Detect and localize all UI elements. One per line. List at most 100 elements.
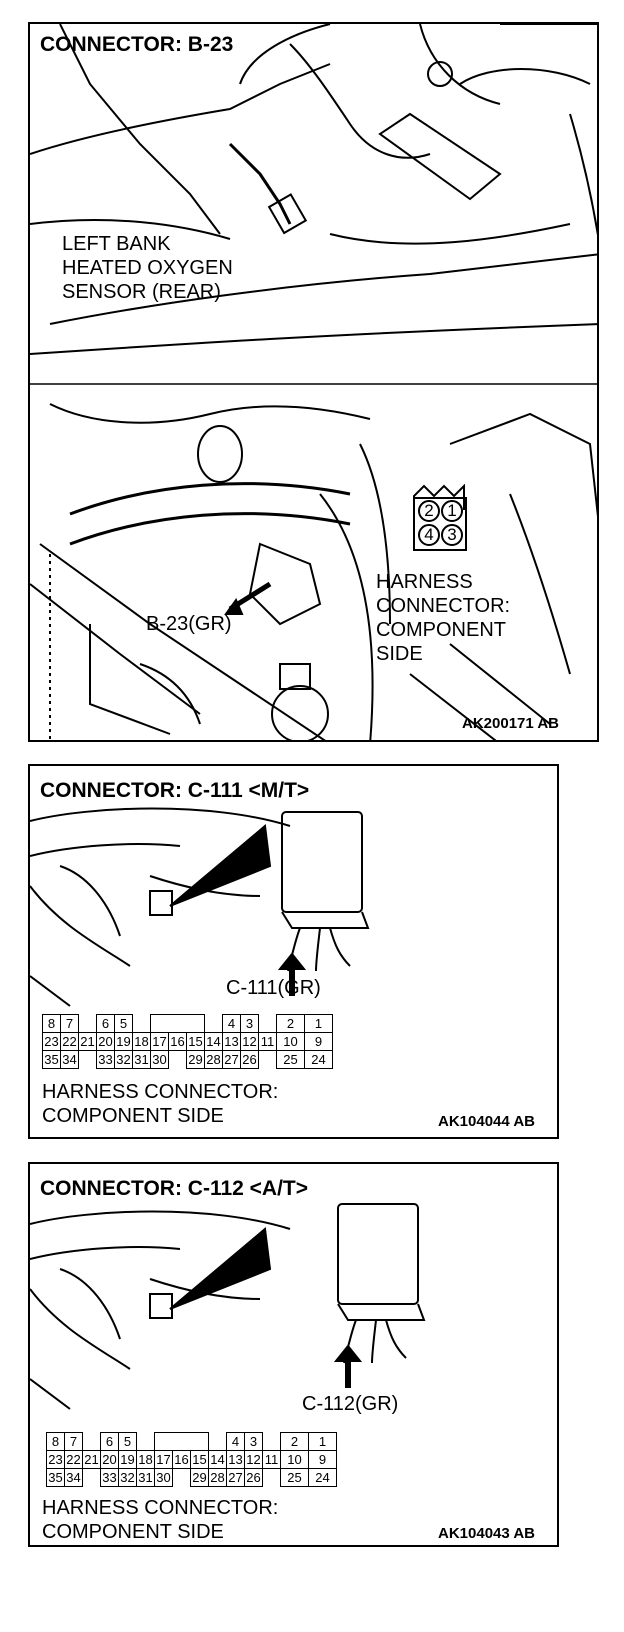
pin-cell: 9 (304, 1032, 333, 1051)
pin-gap (263, 1469, 281, 1487)
figure-code: AK104043 AB (438, 1525, 535, 1542)
pin-cell: 31 (132, 1050, 151, 1069)
pin-row-1: 8 7 6 5 4 3 2 1 (46, 1432, 337, 1451)
connector-pin-grid: 8 7 6 5 4 3 2 1 23 22 21 20 19 18 17 16 … (46, 1432, 337, 1487)
pin-cell: 3 (244, 1432, 263, 1451)
pin-gap (209, 1433, 227, 1451)
pin-3: 3 (441, 524, 463, 546)
sensor-label-line-2: HEATED OXYGEN (62, 257, 233, 279)
figure-code: AK200171 AB (462, 715, 559, 732)
pin-cell: 19 (114, 1032, 133, 1051)
pin-cell: 28 (204, 1050, 223, 1069)
pin-gap (263, 1433, 281, 1451)
pin-cell: 11 (262, 1450, 281, 1469)
harness-label-line-1: HARNESS CONNECTOR: (42, 1497, 279, 1519)
pin-cell: 22 (60, 1032, 79, 1051)
pin-cell: 2 (276, 1014, 305, 1033)
pin-cell: 10 (276, 1032, 305, 1051)
pin-cell: 9 (308, 1450, 337, 1469)
pin-cell: 4 (222, 1014, 241, 1033)
pin-cell: 8 (46, 1432, 65, 1451)
pin-cell: 24 (308, 1468, 337, 1487)
pin-cell: 14 (204, 1032, 223, 1051)
harness-label-line-1: HARNESS CONNECTOR: (42, 1081, 279, 1103)
pin-cell: 33 (96, 1050, 115, 1069)
pin-row-2: 23 22 21 20 19 18 17 16 15 14 13 12 11 1… (42, 1032, 333, 1051)
pin-cell: 30 (154, 1468, 173, 1487)
pin-cell: 17 (150, 1032, 169, 1051)
connector-pin-grid: 8 7 6 5 4 3 2 1 23 22 21 20 19 18 17 16 … (42, 1014, 333, 1069)
connector-id-label: C-112(GR) (302, 1393, 399, 1415)
pin-gap (137, 1433, 155, 1451)
harness-label-line-2: COMPONENT SIDE (42, 1105, 224, 1127)
pin-cell: 6 (100, 1432, 119, 1451)
pin-cell: 17 (154, 1450, 173, 1469)
pin-cell: 22 (64, 1450, 83, 1469)
harness-label-line-2: CONNECTOR: (376, 595, 511, 617)
pin-cell: 26 (244, 1468, 263, 1487)
pin-cell: 7 (60, 1014, 79, 1033)
pin-cell: 12 (240, 1032, 259, 1051)
pin-1: 1 (441, 500, 463, 522)
connector-housing-icon (413, 484, 467, 551)
pin-cell: 18 (132, 1032, 151, 1051)
pin-cell: 5 (118, 1432, 137, 1451)
pin-gap (169, 1051, 187, 1069)
pin-cell: 2 (280, 1432, 309, 1451)
connector-key-slot (150, 1014, 205, 1033)
harness-label-line-2: COMPONENT SIDE (42, 1521, 224, 1543)
pin-cell: 15 (186, 1032, 205, 1051)
pin-gap (83, 1433, 101, 1451)
pin-gap (79, 1051, 97, 1069)
pin-cell: 8 (42, 1014, 61, 1033)
pin-cell: 34 (60, 1050, 79, 1069)
pin-cell: 31 (136, 1468, 155, 1487)
engine-illustration (30, 24, 597, 740)
pin-row-2: 23 22 21 20 19 18 17 16 15 14 13 12 11 1… (46, 1450, 337, 1469)
connector-key-slot (154, 1432, 209, 1451)
pin-cell: 16 (168, 1032, 187, 1051)
pin-cell: 29 (186, 1050, 205, 1069)
pin-2: 2 (418, 500, 440, 522)
pin-cell: 32 (114, 1050, 133, 1069)
pin-cell: 20 (96, 1032, 115, 1051)
pin-cell: 30 (150, 1050, 169, 1069)
panel-title: CONNECTOR: C-112 <A/T> (40, 1177, 309, 1200)
pin-cell: 5 (114, 1014, 133, 1033)
pin-cell: 25 (280, 1468, 309, 1487)
pin-cell: 21 (82, 1450, 101, 1469)
pin-cell: 1 (308, 1432, 337, 1451)
pin-row-1: 8 7 6 5 4 3 2 1 (42, 1014, 333, 1033)
sensor-label-line-3: SENSOR (REAR) (62, 281, 221, 303)
pin-gap (173, 1469, 191, 1487)
pin-gap (83, 1469, 101, 1487)
pin-cell: 28 (208, 1468, 227, 1487)
dashboard-illustration (30, 1203, 426, 1410)
pin-cell: 34 (64, 1468, 83, 1487)
pin-cell: 4 (226, 1432, 245, 1451)
pin-cell: 10 (280, 1450, 309, 1469)
sensor-label-line-1: LEFT BANK (62, 233, 171, 255)
pin-gap (133, 1015, 151, 1033)
pin-cell: 18 (136, 1450, 155, 1469)
pin-cell: 13 (226, 1450, 245, 1469)
pin-cell: 16 (172, 1450, 191, 1469)
pin-cell: 1 (304, 1014, 333, 1033)
pin-cell: 6 (96, 1014, 115, 1033)
panel-title: CONNECTOR: B-23 (40, 33, 234, 56)
pin-cell: 23 (42, 1032, 61, 1051)
pin-4: 4 (418, 524, 440, 546)
pin-cell: 32 (118, 1468, 137, 1487)
pin-cell: 35 (46, 1468, 65, 1487)
panel-c111: CONNECTOR: C-111 <M/T> C-111(GR) 8 7 6 5… (28, 764, 559, 1139)
pin-cell: 3 (240, 1014, 259, 1033)
pin-cell: 33 (100, 1468, 119, 1487)
pin-cell: 29 (190, 1468, 209, 1487)
pin-gap (259, 1015, 277, 1033)
pin-cell: 35 (42, 1050, 61, 1069)
connector-pin-diagram: 2 1 4 3 (410, 484, 470, 554)
pin-gap (79, 1015, 97, 1033)
pin-cell: 21 (78, 1032, 97, 1051)
harness-label-line-3: COMPONENT (376, 619, 506, 641)
dashboard-illustration (30, 807, 370, 1007)
